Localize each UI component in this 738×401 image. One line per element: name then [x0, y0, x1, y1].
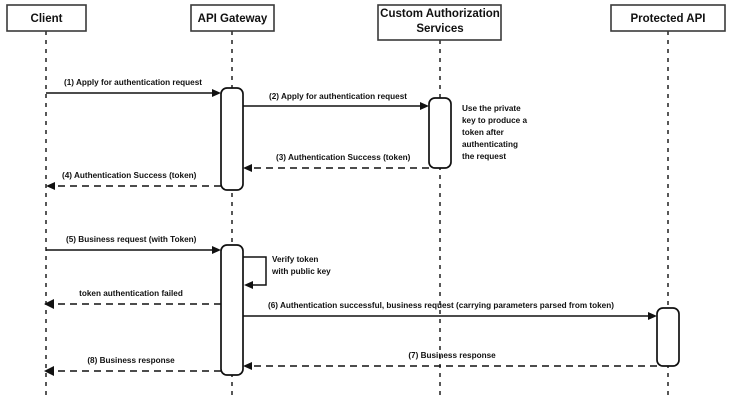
- message-6[interactable]: (6) Authentication successful, business …: [243, 301, 657, 320]
- message-1[interactable]: (1) Apply for authentication request: [46, 78, 221, 97]
- note-line-3: token after: [462, 128, 505, 137]
- arrowhead-left-self: [244, 281, 253, 289]
- activation-protected-api: [656, 307, 680, 367]
- participant-custom-auth[interactable]: Custom Authorization Services: [377, 4, 502, 41]
- arrowhead-left-7: [243, 362, 252, 370]
- message-3[interactable]: (3) Authentication Success (token): [243, 153, 429, 172]
- participant-protected-api-label: Protected API: [631, 13, 706, 25]
- activation-api-gateway-business: [220, 244, 244, 376]
- participant-protected-api[interactable]: Protected API: [610, 4, 726, 32]
- participant-custom-auth-label-line1: Custom Authorization: [380, 8, 500, 20]
- note-line-2: key to produce a: [462, 116, 528, 125]
- arrowhead-left-4: [46, 182, 55, 190]
- note-private-key: Use the private key to produce a token a…: [462, 104, 528, 161]
- arrowhead-left-3: [243, 164, 252, 172]
- message-self-label-line1: Verify token: [272, 255, 318, 264]
- arrowhead-right-1: [212, 89, 221, 97]
- message-2-label: (2) Apply for authentication request: [269, 92, 407, 101]
- arrowhead-left-8: [44, 366, 54, 376]
- message-1-label: (1) Apply for authentication request: [64, 78, 202, 87]
- activation-custom-auth: [428, 97, 452, 169]
- participant-api-gateway[interactable]: API Gateway: [190, 4, 275, 32]
- message-self-label-line2: with public key: [271, 267, 331, 276]
- participant-api-gateway-label: API Gateway: [198, 13, 268, 25]
- message-6-label: (6) Authentication successful, business …: [268, 301, 614, 310]
- note-line-4: authenticating: [462, 140, 518, 149]
- message-token-auth-failed[interactable]: token authentication failed: [44, 289, 221, 309]
- message-5-label: (5) Business request (with Token): [66, 235, 197, 244]
- message-8[interactable]: (8) Business response: [44, 356, 221, 376]
- message-7-label: (7) Business response: [408, 351, 496, 360]
- arrowhead-right-5: [212, 246, 221, 254]
- message-4[interactable]: (4) Authentication Success (token): [46, 171, 221, 190]
- message-4-label: (4) Authentication Success (token): [62, 171, 197, 180]
- participant-custom-auth-label-line2: Services: [416, 23, 463, 35]
- arrowhead-right-2: [420, 102, 429, 110]
- note-line-1: Use the private: [462, 104, 521, 113]
- message-3-label: (3) Authentication Success (token): [276, 153, 411, 162]
- message-token-auth-failed-label: token authentication failed: [79, 289, 183, 298]
- message-5[interactable]: (5) Business request (with Token): [46, 235, 221, 254]
- message-self-verify[interactable]: Verify token with public key: [243, 255, 331, 289]
- message-8-label: (8) Business response: [87, 356, 175, 365]
- arrowhead-left-fail: [44, 299, 54, 309]
- participant-client[interactable]: Client: [6, 4, 87, 32]
- message-2[interactable]: (2) Apply for authentication request: [243, 92, 429, 110]
- participant-client-label: Client: [31, 13, 63, 25]
- message-7[interactable]: (7) Business response: [243, 351, 657, 370]
- arrowhead-right-6: [648, 312, 657, 320]
- activation-api-gateway-auth: [220, 87, 244, 191]
- note-line-5: the request: [462, 152, 506, 161]
